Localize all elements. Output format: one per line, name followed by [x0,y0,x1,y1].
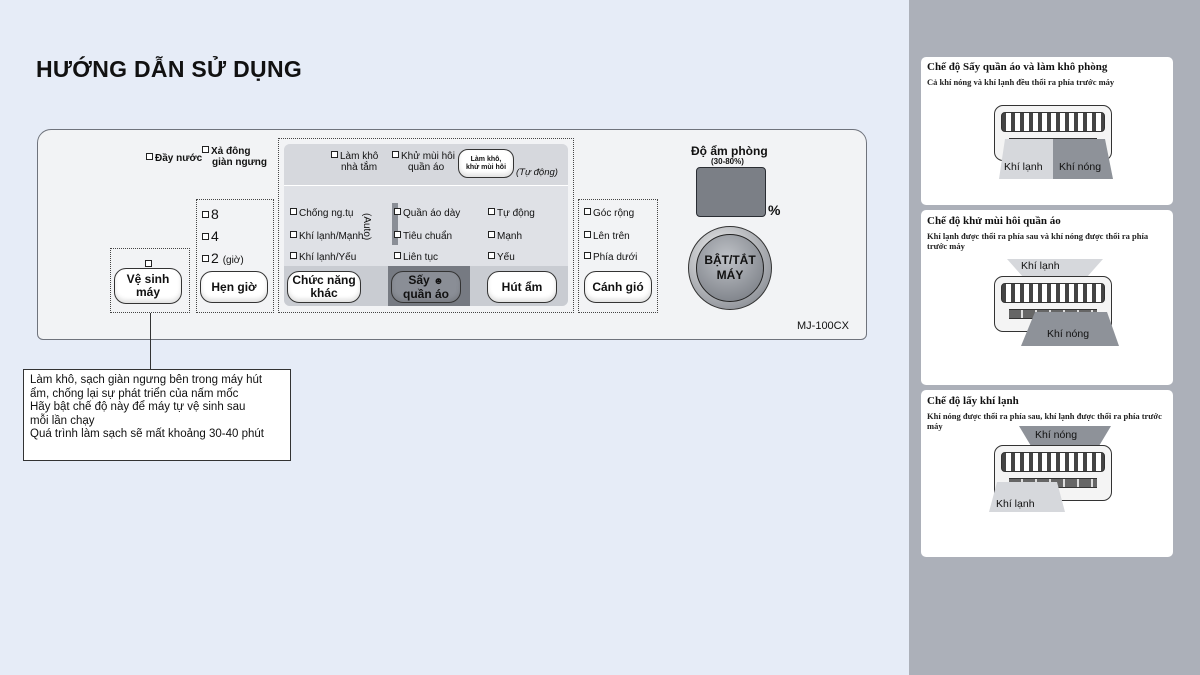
mode-card-cooling: Chế độ lấy khí lạnh Khí nóng được thổi r… [921,390,1173,557]
auto-vertical-label: (Auto) [361,213,372,241]
option-weak: Yếu [488,252,515,263]
option-thick-clothes: Quần áo dày [394,208,460,219]
timer-button[interactable]: Hẹn giờ [200,271,268,303]
mode-card-dry: Chế độ Sấy quần áo và làm khô phòng Cả k… [921,57,1173,205]
airflow-icon [999,139,1113,179]
indicator-light-icon [146,153,153,160]
auto-note: (Tự động) [516,167,558,178]
full-water-indicator: Đầy nước [146,153,202,164]
auto-bar [392,203,398,245]
louver-up: Lên trên [584,231,630,242]
page-title: HƯỚNG DẪN SỬ DỤNG [36,56,303,82]
indicator-light-icon [202,146,209,153]
option-cool-strong: Khí lạnh/Mạnh [290,231,364,242]
self-clean-group [110,248,190,313]
option-continuous: Liên tục [394,252,438,263]
self-clean-indicator [145,255,154,273]
timer-group [196,199,274,313]
dehumidify-button[interactable]: Hút ẩm [487,271,557,303]
dry-deodorize-button[interactable]: Làm khô,khử mùi hôi [458,149,514,178]
model-number: MJ-100CX [797,320,849,332]
hot-airflow-icon [1019,426,1111,446]
mode-group [278,138,574,313]
hot-airflow-icon [1021,312,1119,346]
self-clean-callout: Làm khô, sạch giàn ngưng bên trong máy h… [23,369,291,461]
mode-sidebar: Chế độ Sấy quần áo và làm khô phòng Cả k… [909,0,1200,675]
louver-wide: Góc rộng [584,208,634,219]
option-strong: Mạnh [488,231,522,242]
callout-line [150,313,152,369]
timer-8h: 8 [202,206,219,222]
cold-airflow-icon [989,482,1065,512]
option-anti-condense: Chống ng.tụ [290,208,354,219]
timer-2h: 2 (giờ) [202,250,244,266]
louver-group [578,199,658,313]
option-cool-weak: Khí lạnh/Yếu [290,252,356,263]
odor-indicator: Khử mùi hôi quần áo [392,151,455,173]
dry-clothes-button[interactable]: Sấy ☻quần áo [391,271,461,303]
humidity-label: Độ ẩm phòng [691,144,768,158]
defrost-indicator: Xả đông giàn ngưng [202,146,267,168]
bath-dry-indicator: Làm khô nhà tắm [331,151,378,173]
cold-airflow-icon [1007,259,1103,277]
mode-card-deodorize: Chế độ khử mùi hôi quần áo Khí lạnh được… [921,210,1173,385]
louver-down: Phía dưới [584,252,637,263]
humidity-display [696,167,766,217]
humidity-range: (30-80%) [711,157,744,166]
louver-button[interactable]: Cánh gió [584,271,652,303]
shirt-icon: ☻ [433,275,444,287]
option-standard: Tiêu chuẩn [394,231,452,242]
option-auto: Tự động [488,208,535,219]
timer-4h: 4 [202,228,219,244]
percent-sign: % [768,202,781,218]
